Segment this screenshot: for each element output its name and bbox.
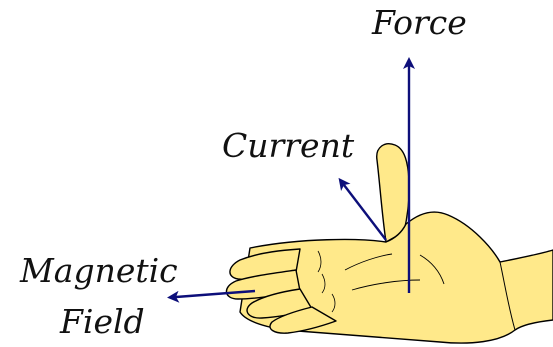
hand-illustration <box>226 144 553 343</box>
label-current: Current <box>222 126 355 165</box>
label-force: Force <box>371 3 467 42</box>
label-magnetic-line2: Field <box>59 302 145 341</box>
arrow-current <box>344 185 386 240</box>
label-magnetic-line1: Magnetic <box>19 251 178 290</box>
